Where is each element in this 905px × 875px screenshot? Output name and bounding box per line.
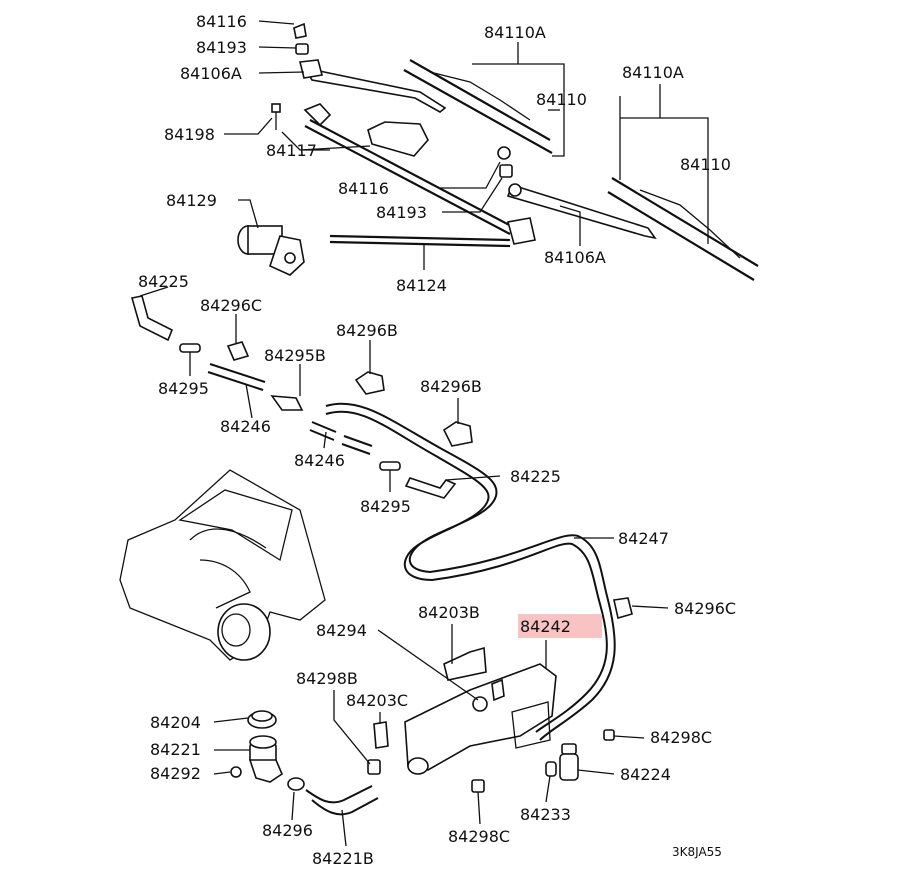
label-84242: 84242 xyxy=(520,617,571,636)
highlight-84242 xyxy=(518,614,602,638)
label-84246-mid: 84246 xyxy=(294,451,345,470)
hose-84246-left xyxy=(207,363,266,391)
label-84296C-right: 84296C xyxy=(674,599,736,618)
pivot-cap-mid xyxy=(497,146,513,178)
hose-84221B xyxy=(305,785,379,816)
label-84298C-right: 84298C xyxy=(650,728,712,747)
clip-84296C-top xyxy=(226,341,250,361)
joint-84295-mid xyxy=(379,461,401,471)
label-84116-top: 84116 xyxy=(196,12,247,31)
label-84129: 84129 xyxy=(166,191,217,210)
label-84233: 84233 xyxy=(520,805,571,824)
label-84246-left: 84246 xyxy=(220,417,271,436)
label-84224: 84224 xyxy=(620,765,671,784)
label-84292: 84292 xyxy=(150,764,201,783)
clip-84296B-mid xyxy=(442,421,473,447)
bolt-84298C-bottom xyxy=(471,779,485,793)
label-84225-mid: 84225 xyxy=(510,467,561,486)
cowl-cover xyxy=(367,121,429,157)
label-84198: 84198 xyxy=(164,125,215,144)
washer-pump xyxy=(559,743,579,781)
bolt-84292 xyxy=(230,766,242,778)
label-84203B: 84203B xyxy=(418,603,480,622)
nozzle-right xyxy=(404,477,457,499)
label-84110-right: 84110 xyxy=(680,155,731,174)
filler-neck xyxy=(248,735,283,783)
joint-84295B xyxy=(270,395,304,411)
hose-84246-mid xyxy=(309,421,373,455)
wiper-motor xyxy=(237,225,305,276)
label-84298B: 84298B xyxy=(296,669,358,688)
hose-84247 xyxy=(325,402,616,741)
clip-84296C-right xyxy=(613,597,633,620)
label-84106A-right: 84106A xyxy=(544,248,606,267)
bolt-84198 xyxy=(271,103,281,130)
label-84193-top: 84193 xyxy=(196,38,247,57)
label-84247: 84247 xyxy=(618,529,669,548)
label-84193-mid: 84193 xyxy=(376,203,427,222)
clip-84296B-top xyxy=(354,371,385,395)
label-84296C-top: 84296C xyxy=(200,296,262,315)
label-84116-mid: 84116 xyxy=(338,179,389,198)
wiper-linkage xyxy=(303,103,536,248)
filler-cap xyxy=(247,710,277,729)
bracket-84203B xyxy=(443,646,487,681)
label-84124: 84124 xyxy=(396,276,447,295)
wiper-blade-right xyxy=(607,177,759,281)
grommet-84233 xyxy=(545,761,557,777)
label-84110-left: 84110 xyxy=(536,90,587,109)
label-84110A-left: 84110A xyxy=(484,23,546,42)
label-84110A-right: 84110A xyxy=(622,63,684,82)
diagram-code: 3K8JA55 xyxy=(672,845,722,859)
label-84296B-top: 84296B xyxy=(336,321,398,340)
label-84204: 84204 xyxy=(150,713,201,732)
part-labels: 84116 84193 84106A 84198 84117 84110A 84… xyxy=(138,12,736,868)
label-84296: 84296 xyxy=(262,821,313,840)
bracket-84203C xyxy=(373,721,389,749)
label-84203C: 84203C xyxy=(346,691,408,710)
label-84298C-bottom: 84298C xyxy=(448,827,510,846)
label-84295-left: 84295 xyxy=(158,379,209,398)
joint-84295-left xyxy=(179,343,201,353)
nozzle-left xyxy=(130,295,174,342)
bolt-84298C-right xyxy=(603,729,615,741)
label-84294: 84294 xyxy=(316,621,367,640)
wiper-blade-left xyxy=(403,59,553,154)
label-84221B: 84221B xyxy=(312,849,374,868)
label-84117: 84117 xyxy=(266,141,317,160)
bolt-84298B xyxy=(367,759,381,775)
wiper-arm-right xyxy=(506,183,657,240)
bolt-84294 xyxy=(472,696,488,712)
washer-reservoir xyxy=(404,663,557,775)
label-84106A-left: 84106A xyxy=(180,64,242,83)
pivot-cap-top xyxy=(293,22,309,55)
leader-lines xyxy=(139,20,709,847)
seal-84296 xyxy=(287,777,305,791)
label-84295-mid: 84295 xyxy=(360,497,411,516)
label-84296B-mid: 84296B xyxy=(420,377,482,396)
label-84221: 84221 xyxy=(150,740,201,759)
vehicle-outline xyxy=(119,469,326,661)
label-84225-top: 84225 xyxy=(138,272,189,291)
label-84295B: 84295B xyxy=(264,346,326,365)
